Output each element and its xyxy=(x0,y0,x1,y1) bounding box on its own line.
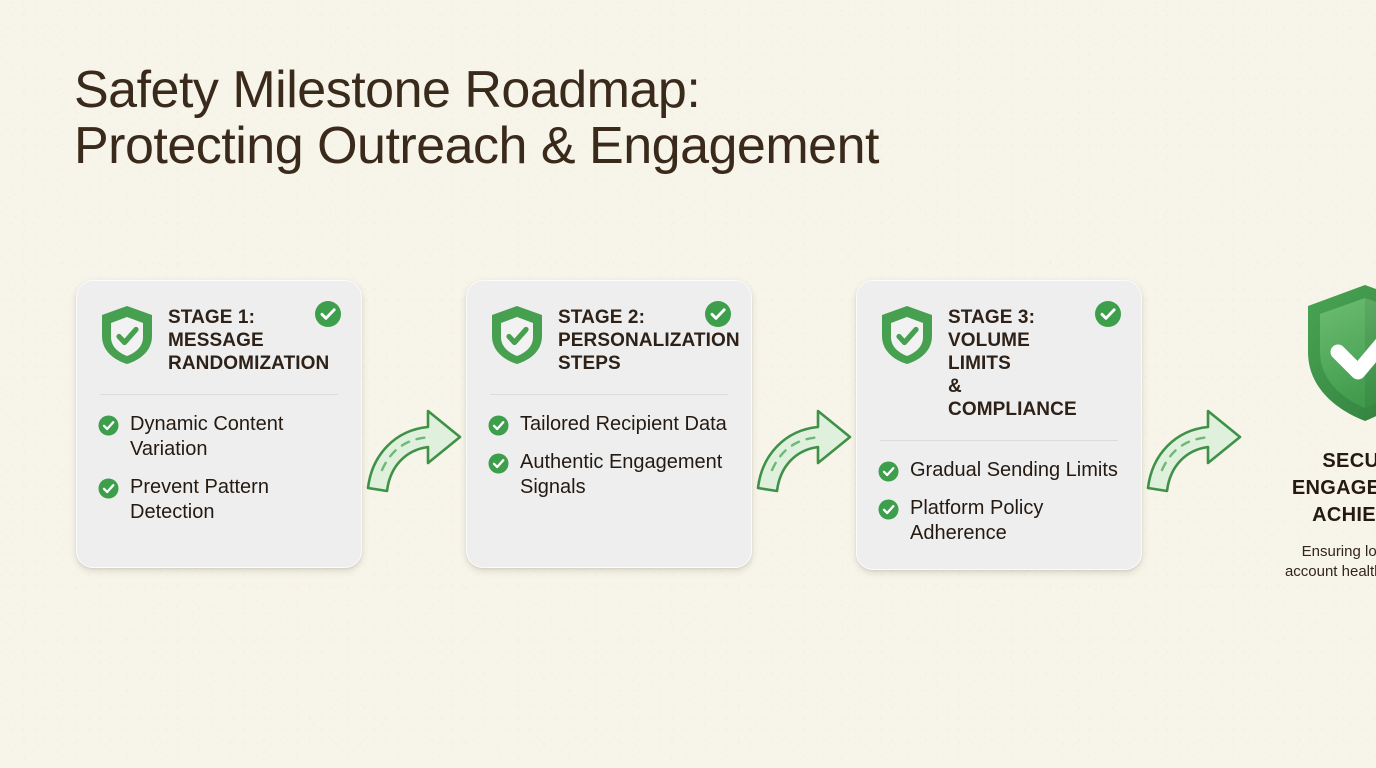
shield-check-large-icon xyxy=(1308,285,1376,421)
stage-2-bullets: Tailored Recipient Data Authentic Engage… xyxy=(488,412,730,500)
stage-2-header: STAGE 2: PERSONALIZATION STEPS xyxy=(488,302,740,375)
check-circle-icon xyxy=(488,453,509,474)
shield-check-icon xyxy=(492,306,542,364)
stage-card-1[interactable]: STAGE 1: MESSAGE RANDOMIZATION Dynamic C… xyxy=(76,280,362,568)
stage-1-header: STAGE 1: MESSAGE RANDOMIZATION xyxy=(98,302,340,375)
list-item-label: Platform Policy Adherence xyxy=(910,497,1044,544)
list-item-label: Prevent Pattern Detection xyxy=(130,476,269,523)
list-item: Prevent Pattern Detection xyxy=(98,475,340,525)
check-circle-icon xyxy=(315,301,341,327)
shield-check-icon xyxy=(882,306,932,364)
stage-1-title: STAGE 1: MESSAGE RANDOMIZATION xyxy=(168,307,330,374)
check-circle-icon xyxy=(878,499,899,520)
curved-arrow-right-icon xyxy=(366,409,462,493)
outcome-block: SECURE ENGAGEMENT ACHIEVED Ensuring long… xyxy=(1260,280,1376,582)
list-item: Platform Policy Adherence xyxy=(878,496,1120,546)
list-item-label: Tailored Recipient Data xyxy=(520,413,727,435)
stage-card-2[interactable]: STAGE 2: PERSONALIZATION STEPS Tailored … xyxy=(466,280,752,568)
check-circle-icon xyxy=(878,461,899,482)
stage-card-3[interactable]: STAGE 3: VOLUME LIMITS & COMPLIANCE Grad… xyxy=(856,280,1142,570)
curved-arrow-right-icon xyxy=(756,409,852,493)
stage-2-title: STAGE 2: PERSONALIZATION STEPS xyxy=(558,307,740,374)
shield-check-icon xyxy=(102,306,152,364)
list-item-label: Authentic Engagement Signals xyxy=(520,451,723,498)
check-circle-icon xyxy=(98,415,119,436)
outcome-title: SECURE ENGAGEMENT ACHIEVED xyxy=(1291,450,1376,526)
list-item-label: Gradual Sending Limits xyxy=(910,459,1118,481)
stage-2-divider xyxy=(490,394,728,395)
list-item: Dynamic Content Variation xyxy=(98,412,340,462)
list-item-label: Dynamic Content Variation xyxy=(130,413,284,460)
page-title: Safety Milestone Roadmap: Protecting Out… xyxy=(74,61,879,175)
stage-1-divider xyxy=(100,394,338,395)
check-circle-icon xyxy=(705,301,731,327)
stage-3-divider xyxy=(880,440,1118,441)
stage-3-title: STAGE 3: VOLUME LIMITS & COMPLIANCE xyxy=(948,307,1077,420)
stage-3-header: STAGE 3: VOLUME LIMITS & COMPLIANCE xyxy=(878,302,1120,421)
check-circle-icon xyxy=(98,478,119,499)
roadmap-flow: STAGE 1: MESSAGE RANDOMIZATION Dynamic C… xyxy=(0,280,1376,600)
curved-arrow-right-icon xyxy=(1146,409,1242,493)
stage-3-bullets: Gradual Sending Limits Platform Policy A… xyxy=(878,458,1120,546)
check-circle-icon xyxy=(488,415,509,436)
list-item: Authentic Engagement Signals xyxy=(488,450,730,500)
stage-1-bullets: Dynamic Content Variation Prevent Patter… xyxy=(98,412,340,525)
list-item: Gradual Sending Limits xyxy=(878,458,1120,483)
outcome-subtitle: Ensuring long-term account health and tr… xyxy=(1284,543,1376,580)
check-circle-icon xyxy=(1095,301,1121,327)
list-item: Tailored Recipient Data xyxy=(488,412,730,437)
